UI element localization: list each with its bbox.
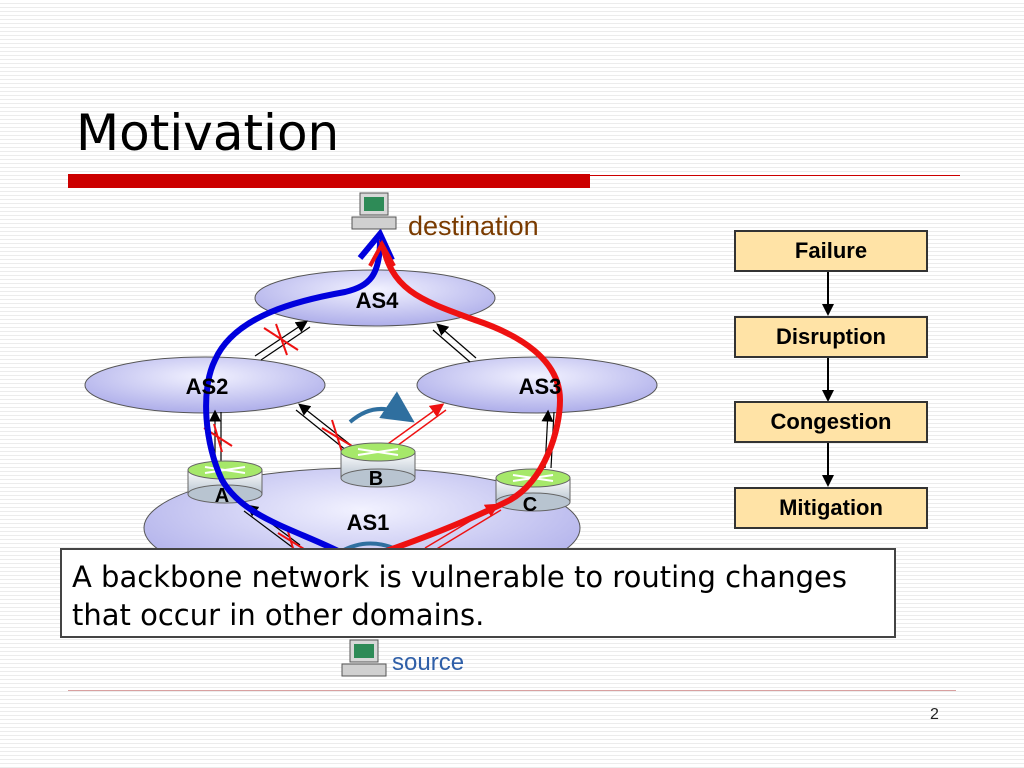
path-shift-arrow [348,391,415,424]
slide-title: Motivation [76,104,340,162]
as4-label: AS4 [356,288,400,313]
as1-label: AS1 [347,510,390,535]
router-b [340,442,416,488]
new-path-red [359,239,564,563]
as3-label: AS3 [519,374,562,399]
source-computer-icon [341,639,387,677]
title-underline-bar [68,174,590,188]
flow-arrow-3 [822,443,834,487]
source-label: source [392,649,464,676]
original-path-blue [203,239,383,561]
router-b-label: B [369,468,383,490]
flow-box-mitigation: Mitigation [734,487,928,529]
router-a [187,460,263,504]
footer-rule [68,690,956,691]
callout-box: A backbone network is vulnerable to rout… [60,548,896,638]
flow-arrow-1 [822,272,834,316]
destination-computer-icon [351,192,397,230]
title-underline-line [590,175,960,176]
page-number: 2 [930,706,939,723]
flow-arrow-2 [822,358,834,402]
router-c-label: C [523,494,537,516]
as2-label: AS2 [186,374,229,399]
router-a-label: A [215,485,229,507]
flow-box-disruption: Disruption [734,316,928,358]
as3-cloud [416,356,658,414]
destination-label: destination [408,211,539,241]
flow-box-congestion: Congestion [734,401,928,443]
path-arrowhead-red [368,239,396,267]
flow-box-failure: Failure [734,230,928,272]
